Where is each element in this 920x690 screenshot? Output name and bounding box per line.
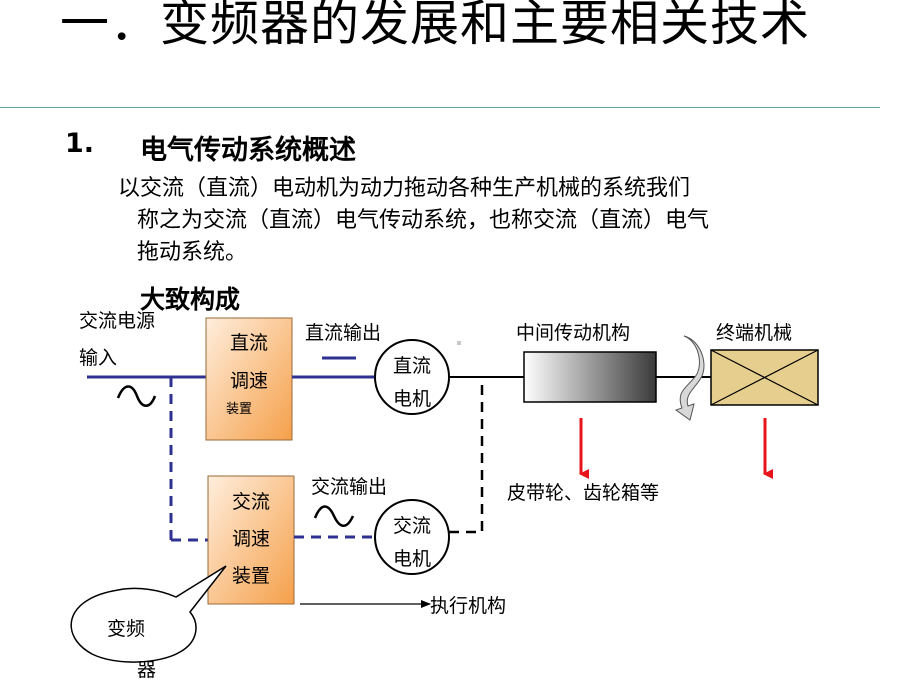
dc-output-label: 直流输出 [305,322,382,344]
page-title: 一．变频器的发展和主要相关技术 [60,0,811,52]
title-divider [0,107,880,108]
marker-dot [457,341,461,345]
dc-speed-control-unit [205,317,293,441]
ac-motor-shaft-dashed [449,377,484,534]
ac-source-input-label: 输入 [79,347,118,369]
ac-output-label: 交流输出 [311,476,388,498]
paragraph-line-3: 拖动系统。 [137,240,248,265]
ac-source-label: 交流电源 [79,310,156,332]
paragraph-line-2: 称之为交流（直流）电气传动系统，也称交流（直流）电气 [137,208,710,233]
ac-motor-label-2: 电机 [392,548,431,570]
section-number: 1. [65,128,95,159]
rotation-arrow-icon [674,335,705,421]
ac-motor [374,499,450,575]
inverter-callout-label-1: 变频 [107,618,146,640]
paragraph-line-1: 以交流（直流）电动机为动力拖动各种生产机械的系统我们 [118,176,691,201]
dc-unit-label-1: 直流 [229,332,268,354]
inverter-callout [70,565,227,663]
subsection-title: 大致构成 [140,285,241,314]
ac-unit-label-1: 交流 [231,491,270,513]
section-title: 电气传动系统概述 [140,135,356,166]
ac-motor-label-1: 交流 [392,515,431,537]
ac-output-sine-icon [313,505,355,527]
ac-speed-control-unit [207,475,295,605]
intermediate-transmission [523,351,657,403]
terminal-cross-b [710,349,819,406]
ac-unit-label-2: 调速 [231,528,270,550]
terminal-label: 终端机械 [716,322,793,344]
inverter-callout-label-2: 器 [137,659,157,681]
dc-motor-label-2: 电机 [392,388,431,410]
dc-motor-label-1: 直流 [392,355,431,377]
ac-input-sine-icon [116,385,157,407]
actuator-label: 执行机构 [430,595,507,617]
transmission-examples-label: 皮带轮、齿轮箱等 [507,482,660,504]
dc-unit-label-2: 调速 [229,370,268,392]
dc-unit-label-3: 装置 [225,402,252,417]
ac-unit-label-3: 装置 [231,565,270,587]
transmission-label: 中间传动机构 [516,322,631,344]
